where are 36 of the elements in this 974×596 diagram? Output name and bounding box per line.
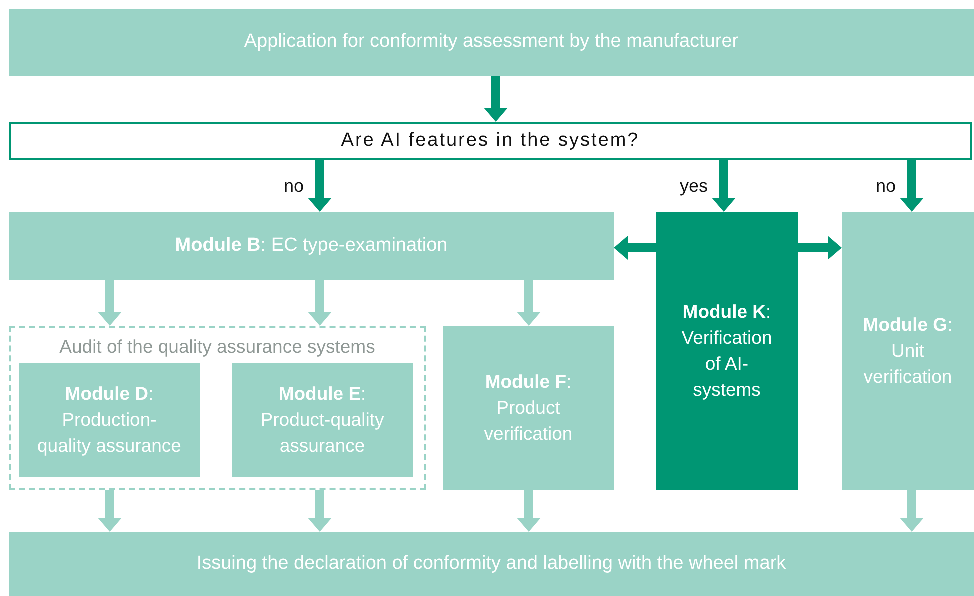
process-box [842,212,974,490]
group-frame [9,326,426,490]
block-arrow [308,160,332,212]
node-text: Module E: Product-quality assurance [260,382,386,458]
node-text: Module F: Product verification [483,370,574,446]
block-arrow [900,160,924,212]
process-bar [9,532,974,596]
process-box [19,363,200,477]
process-bar [9,9,974,76]
process-box [443,326,614,490]
block-arrow [614,236,656,260]
edge-label: no [284,177,304,195]
process-bar [9,212,614,280]
node-text: Module K: Verification of AI-systems [680,300,774,402]
node-text: Issuing the declaration of conformity and labelling with the wheel mark [196,552,786,576]
node-text: Are AI features in the system? [341,128,640,153]
process-box [656,212,798,490]
node-text: Module B: EC type-examination [175,234,448,258]
edge-label: no [876,177,896,195]
block-arrow [517,280,541,326]
block-arrow [98,490,122,532]
node-text: Application for conformity assessment by the manufacturer [244,30,739,54]
block-arrow [900,490,924,532]
decision-box [9,122,972,160]
edge-label: yes [680,177,708,195]
block-arrow [517,490,541,532]
process-box [232,363,413,477]
block-arrow [308,490,332,532]
block-arrow [484,76,508,122]
block-arrow [308,280,332,326]
block-arrow [712,160,736,212]
node-text: Module G: Unit verification [862,313,954,389]
node-text: Module D: Production-quality assurance [37,382,182,458]
block-arrow [798,236,842,260]
group-title: Audit of the quality assurance systems [60,335,376,359]
block-arrow [98,280,122,326]
